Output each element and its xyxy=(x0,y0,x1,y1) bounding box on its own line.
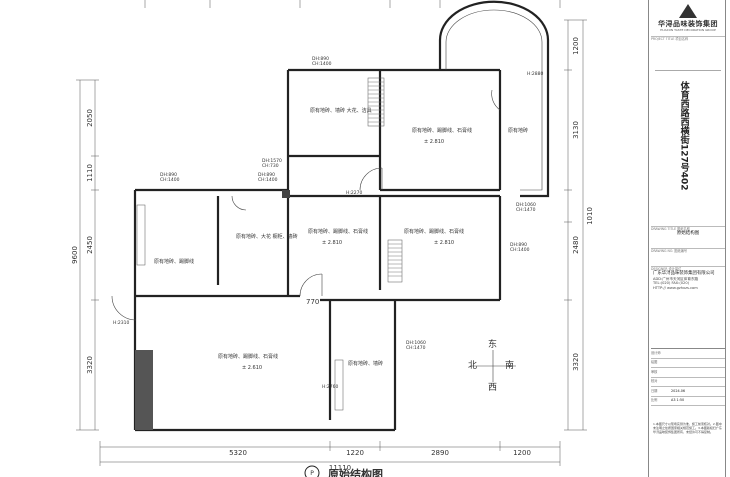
dim-left-2: 1110 xyxy=(86,164,94,182)
table-row: 校对 xyxy=(651,378,725,387)
drawing-no-row: DRAWING NO. 图纸编号 xyxy=(651,248,725,254)
svg-text:± 2.810: ± 2.810 xyxy=(424,139,444,145)
table-row: 绘图 xyxy=(651,359,725,368)
svg-text:北: 北 xyxy=(468,360,477,371)
dim-bottom-3: 2890 xyxy=(431,449,449,457)
dim-right-1: 1200 xyxy=(572,37,580,55)
top-dimension-lines xyxy=(144,0,561,8)
logo-mark-icon xyxy=(679,4,697,18)
room-labels: 原有地砖、墙砖 大花、洁具 原有地砖、踢脚线、石膏线 ± 2.810 原有地砖 … xyxy=(154,107,528,371)
dim-bottom-2: 1220 xyxy=(346,449,364,457)
svg-text:原有地砖: 原有地砖 xyxy=(508,127,528,134)
svg-text:H:2880: H:2880 xyxy=(527,71,543,77)
svg-text:± 2.610: ± 2.610 xyxy=(242,365,262,371)
company-address: ADD:广州市天河区体育东路 xyxy=(653,276,699,281)
company-logo: 华浔品味装饰集团 HUAXUN TASTE DECORATION GROUP xyxy=(653,4,723,32)
walls xyxy=(133,0,550,432)
bottom-dimensions: 5320 1220 2890 1200 11110 xyxy=(99,441,561,472)
svg-text:± 2.810: ± 2.810 xyxy=(322,240,342,246)
project-name: 体育西路西横街127号402 xyxy=(678,81,689,191)
company-web: HTTP:// www.gzhxzs.com xyxy=(653,285,698,290)
drawing-title: P 原始结构图 xyxy=(304,465,383,477)
project-label-row: PROJECT TITLE 项目名称 xyxy=(651,36,725,42)
svg-text:原有地砖、踢脚线、石膏线: 原有地砖、踢脚线、石膏线 xyxy=(218,353,278,360)
svg-text:原有地砖、踢脚线、石膏线: 原有地砖、踢脚线、石膏线 xyxy=(412,127,472,134)
svg-text:H:2760: H:2760 xyxy=(322,384,338,390)
dim-right-4: 2480 xyxy=(572,236,580,254)
company-info: 广东华浔品味装饰集团有限公司 ADD:广州市天河区体育东路 TEL:(020) … xyxy=(653,271,723,290)
table-row: 审核 xyxy=(651,368,725,378)
project-name-box: 体育西路西横街127号402 xyxy=(655,70,721,221)
dim-bottom-total: 11110 xyxy=(329,464,351,472)
svg-text:原有地砖、踢脚线、石膏线: 原有地砖、踢脚线、石膏线 xyxy=(308,228,368,235)
drawing-name: 原始结构图 xyxy=(676,230,700,236)
company-name: 广东华浔品味装饰集团有限公司 xyxy=(653,271,715,276)
floor-plan-drawing: 2050 1110 2450 3320 9600 1200 3130 1010 … xyxy=(71,0,594,477)
dim-left-total: 9600 xyxy=(71,246,79,264)
pillar xyxy=(135,350,153,430)
svg-text:原有地砖、踢脚线: 原有地砖、踢脚线 xyxy=(154,258,194,265)
doors xyxy=(111,89,501,321)
svg-text:H:2270: H:2270 xyxy=(346,190,362,196)
dim-left-4: 3320 xyxy=(86,356,94,374)
drawing-name-row: DRAWING TITLE 图纸名称 原始结构图 xyxy=(651,226,725,236)
svg-text:东: 东 xyxy=(488,338,497,350)
svg-text:P: P xyxy=(310,470,314,477)
dim-right-2: 3130 xyxy=(572,121,580,139)
compass: 东 南 北 西 xyxy=(468,338,516,393)
svg-text:原始结构图: 原始结构图 xyxy=(328,467,383,477)
notes: 1.本图尺寸以现场实测为准，施工前须核对。2.图中未注明之处按国家相关规范施工。… xyxy=(653,422,722,434)
svg-text:原有地砖、墙砖 大花、洁具: 原有地砖、墙砖 大花、洁具 xyxy=(310,107,372,114)
company-tel: TEL:(020) FAX:(020) xyxy=(653,281,690,286)
svg-text:原有地砖、墙砖: 原有地砖、墙砖 xyxy=(348,360,383,367)
company-label-row: DESIGNER 设计单位 xyxy=(651,266,725,272)
right-dimensions: 1200 3130 1010 2480 3320 xyxy=(564,19,594,431)
logo-subtext: HUAXUN TASTE DECORATION GROUP xyxy=(660,27,716,32)
title-block: 华浔品味装饰集团 HUAXUN TASTE DECORATION GROUP P… xyxy=(648,0,726,477)
dim-bottom-1: 5320 xyxy=(229,449,247,457)
svg-text:南: 南 xyxy=(505,359,514,371)
dim-right-5: 3320 xyxy=(572,353,580,371)
dim-bottom-4: 1200 xyxy=(513,449,531,457)
svg-text:原有地砖、踢脚线、石膏线: 原有地砖、踢脚线、石膏线 xyxy=(404,228,464,235)
dim-770: 770 xyxy=(306,298,319,306)
dim-left-3: 2450 xyxy=(86,236,94,254)
dim-right-3: 1010 xyxy=(586,207,594,225)
table-row: 设计师 xyxy=(651,349,725,359)
logo-text: 华浔品味装饰集团 xyxy=(658,19,718,28)
svg-text:原有地砖、大花 橱柜、墙砖: 原有地砖、大花 橱柜、墙砖 xyxy=(236,233,298,240)
dim-left-1: 2050 xyxy=(86,109,94,127)
left-dimensions: 2050 1110 2450 3320 9600 xyxy=(71,79,99,431)
vents xyxy=(136,77,403,411)
svg-text:± 2.810: ± 2.810 xyxy=(434,240,454,246)
svg-text:西: 西 xyxy=(488,382,497,393)
svg-text:H:2310: H:2310 xyxy=(113,320,129,326)
